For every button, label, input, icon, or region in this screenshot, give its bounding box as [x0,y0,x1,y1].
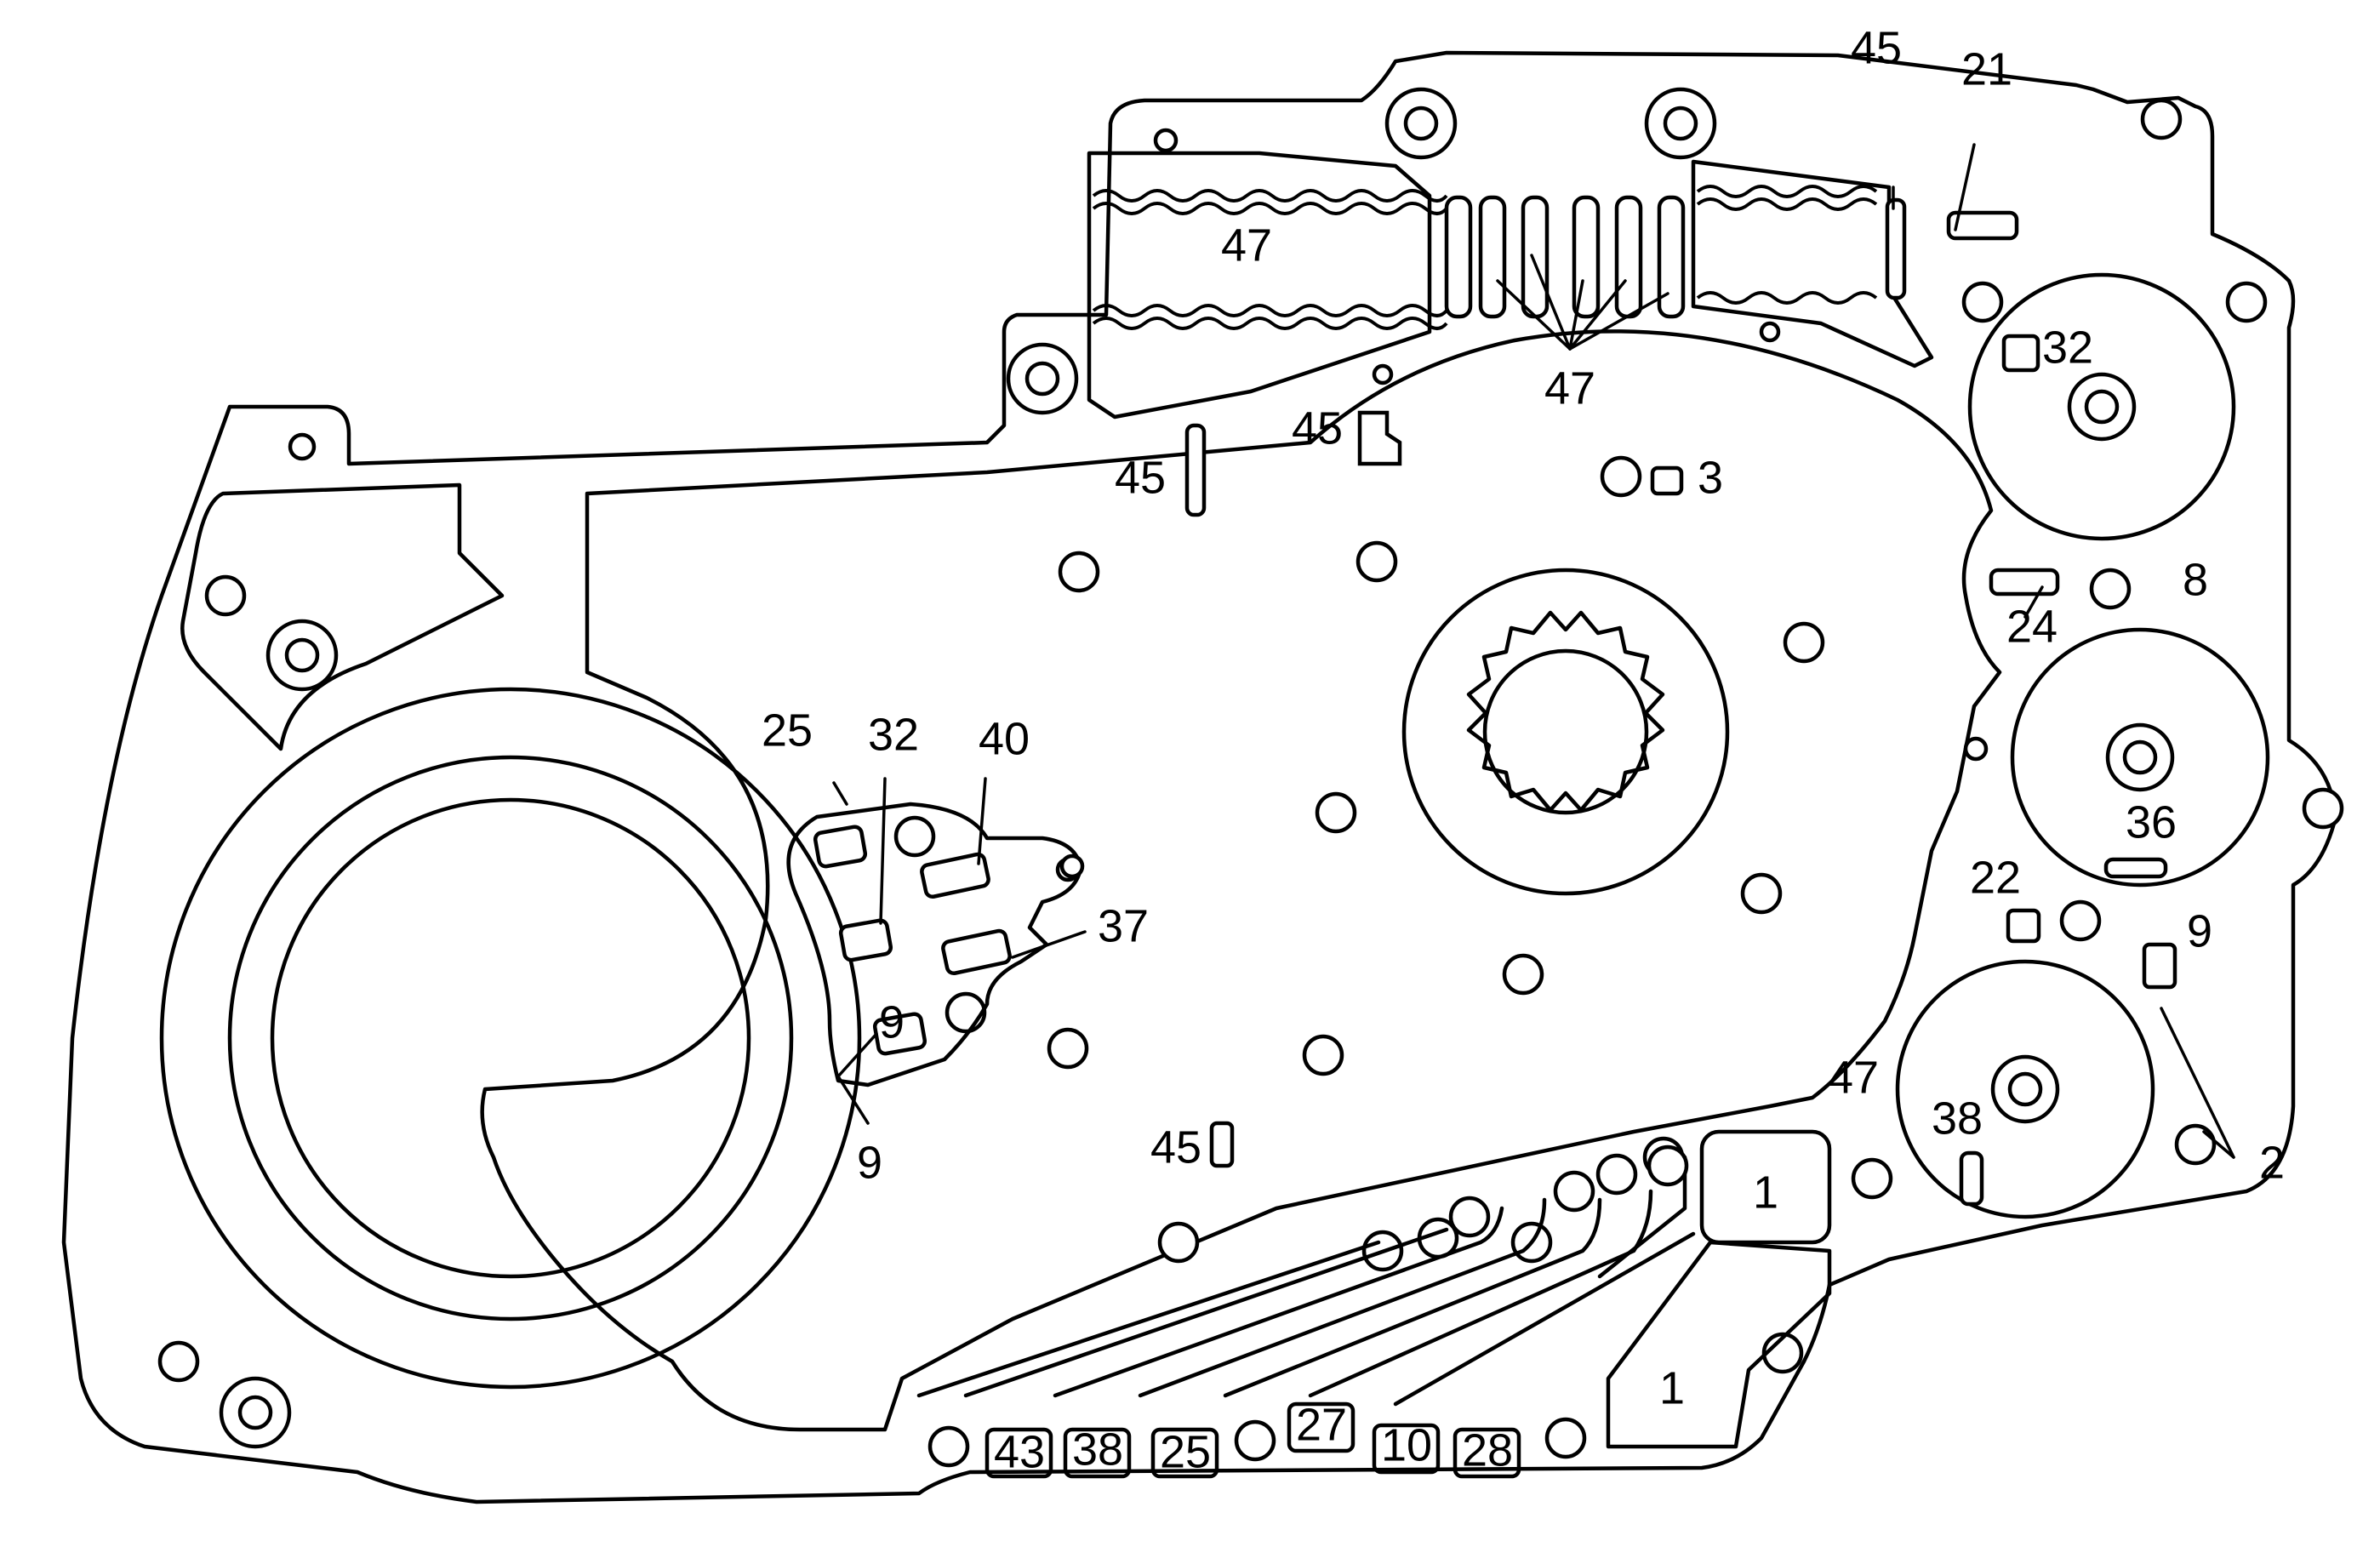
label-3: 3 [1698,452,1723,503]
label-1-lower: 1 [1659,1362,1685,1413]
inner-boundary [480,329,2002,1432]
bore-right-low-hub-in [2007,1071,2043,1107]
large-bore-inner [270,797,751,1279]
wavy-top [1092,189,1448,203]
label-32-mid: 32 [868,709,919,760]
label-28: 28 [1462,1424,1513,1476]
top-slots [1444,195,1686,319]
bolt-holes [157,87,2344,1468]
label-1-box: 1 [1753,1167,1778,1218]
bore-right-mid-hub-in [2122,739,2158,775]
label-2: 2 [2259,1137,2285,1188]
label-27: 27 [1296,1399,1347,1450]
bore-right-low [1895,959,2155,1219]
hub-outer [1401,568,1730,896]
leader-lines [832,143,2235,1159]
label-24: 24 [2006,601,2058,652]
bore-right-low-hub [1990,1054,2060,1124]
wavy-top-2 [1092,202,1448,215]
valve-pad-ports [813,825,1085,1056]
label-25-mid: 25 [762,705,813,756]
bore-right-top-hub-in [2084,389,2120,425]
casting-outline [61,50,2338,1504]
inner-wall [180,482,505,751]
label-10: 10 [1381,1419,1432,1470]
label-47-lower-right: 47 [1828,1052,1879,1103]
wavy-bottom [1092,304,1448,317]
bore-right-top-hub [2067,372,2137,442]
leader-lines-47 [1496,254,1669,351]
label-21: 21 [1961,43,2012,94]
label-40: 40 [979,713,1030,764]
wavy-right-3 [1696,291,1878,305]
label-45-left-upper: 45 [1292,402,1343,454]
bore-right-mid-hub [2105,722,2175,792]
wavy-right [1696,185,1878,198]
label-45-bottom: 45 [1150,1122,1201,1173]
label-8: 8 [2183,554,2208,605]
label-25-bottom: 25 [1160,1426,1211,1477]
label-47-top-left: 47 [1221,220,1272,271]
label-45-top-right: 45 [1851,22,1902,73]
spline [1466,610,1665,813]
label-37: 37 [1098,900,1149,951]
label-9-mid-upper: 9 [879,996,905,1047]
upper-chamber-left [1087,151,1432,420]
label-43: 43 [994,1426,1045,1477]
hub-inner [1482,648,1649,815]
label-9-mid-lower: 9 [857,1137,882,1188]
label-38-bottom: 38 [1072,1424,1123,1475]
label-38-right: 38 [1932,1093,1983,1144]
bore-right-mid [2010,627,2270,888]
label-36: 36 [2126,796,2177,848]
large-bore-mid [227,755,794,1321]
label-22: 22 [1970,852,2021,903]
small-ports [1184,197,2177,1207]
bottom-passages [916,1129,1832,1479]
wavy-right-2 [1696,197,1878,211]
label-45-left: 45 [1115,452,1166,503]
label-32-right: 32 [2042,322,2093,373]
large-bore-outer [159,687,862,1390]
valve-pad [786,802,1083,1087]
wavy-bottom-2 [1092,317,1448,330]
label-47-top-mid: 47 [1544,362,1595,414]
bore-right-top [1967,272,2236,541]
label-9-right: 9 [2187,905,2212,956]
